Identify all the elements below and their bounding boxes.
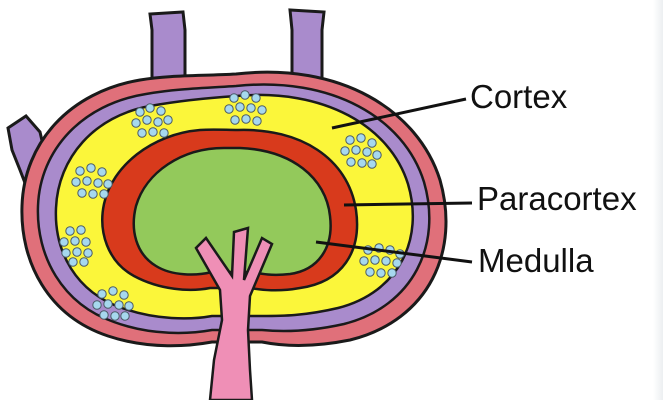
medulla-leader-line xyxy=(315,240,473,264)
follicle-cluster-icon xyxy=(71,163,113,199)
follicle-cluster-icon xyxy=(59,90,405,321)
follicle-cluster-icon xyxy=(92,286,134,321)
cortex-leader-line xyxy=(331,97,467,130)
efferent-vessel xyxy=(194,226,274,400)
follicle-cluster-icon xyxy=(59,225,93,267)
right-edge-shade xyxy=(653,0,663,400)
follicle-cluster-icon xyxy=(131,103,173,138)
cortex-label: Cortex xyxy=(470,78,568,115)
paracortex-label: Paracortex xyxy=(477,180,637,217)
follicle-cluster-icon xyxy=(340,133,382,169)
follicle-cluster-icon xyxy=(224,90,267,126)
paracortex-leader-line xyxy=(343,201,473,207)
medulla-label: Medulla xyxy=(478,242,594,279)
medulla-region xyxy=(132,146,332,277)
